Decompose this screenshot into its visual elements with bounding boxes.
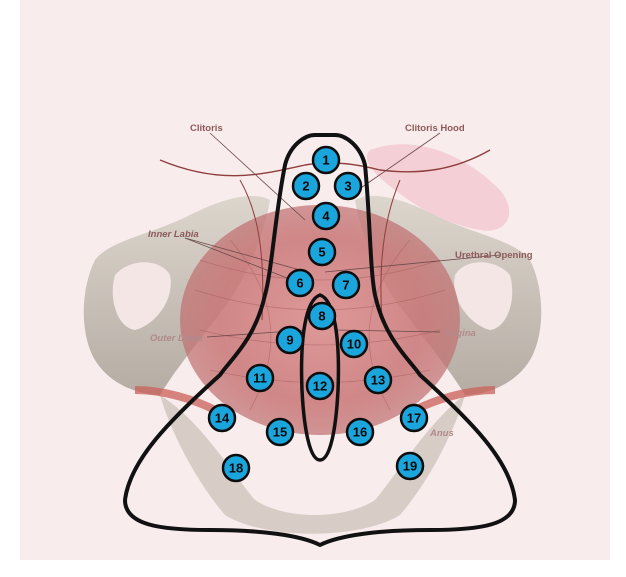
marker-7: 7 (333, 272, 359, 298)
marker-number: 9 (286, 333, 293, 348)
marker-17: 17 (401, 405, 427, 431)
marker-number: 16 (353, 425, 367, 440)
marker-16: 16 (347, 419, 373, 445)
marker-10: 10 (341, 331, 367, 357)
marker-number: 4 (322, 209, 330, 224)
marker-number: 12 (313, 379, 327, 394)
marker-number: 11 (253, 371, 267, 386)
marker-19: 19 (397, 453, 423, 479)
label-clitoris: Clitoris (190, 123, 223, 134)
marker-number: 2 (302, 179, 309, 194)
marker-number: 6 (296, 276, 303, 291)
marker-14: 14 (209, 405, 235, 431)
marker-number: 5 (318, 245, 325, 260)
marker-9: 9 (277, 327, 303, 353)
marker-number: 3 (344, 179, 351, 194)
label-inner-labia: Inner Labia (148, 229, 199, 240)
marker-number: 14 (215, 411, 230, 426)
marker-18: 18 (223, 455, 249, 481)
label-anus: Anus (429, 428, 454, 439)
marker-number: 1 (322, 153, 329, 168)
marker-5: 5 (309, 239, 335, 265)
marker-4: 4 (313, 203, 339, 229)
marker-13: 13 (365, 367, 391, 393)
marker-1: 1 (313, 147, 339, 173)
marker-number: 15 (273, 425, 287, 440)
marker-number: 18 (229, 461, 243, 476)
marker-6: 6 (287, 270, 313, 296)
marker-2: 2 (293, 173, 319, 199)
marker-number: 7 (342, 278, 349, 293)
marker-3: 3 (335, 173, 361, 199)
marker-number: 13 (371, 373, 385, 388)
label-clitoris-hood: Clitoris Hood (405, 123, 465, 134)
label-outer-labia: Outer Labia (150, 333, 203, 344)
marker-number: 19 (403, 459, 417, 474)
marker-number: 17 (407, 411, 421, 426)
marker-12: 12 (307, 373, 333, 399)
marker-number: 10 (347, 337, 361, 352)
marker-number: 8 (318, 309, 325, 324)
marker-15: 15 (267, 419, 293, 445)
marker-8: 8 (309, 303, 335, 329)
marker-11: 11 (247, 365, 273, 391)
label-urethral-opening: Urethral Opening (455, 250, 533, 261)
label-vagina: Vagina (445, 328, 476, 339)
